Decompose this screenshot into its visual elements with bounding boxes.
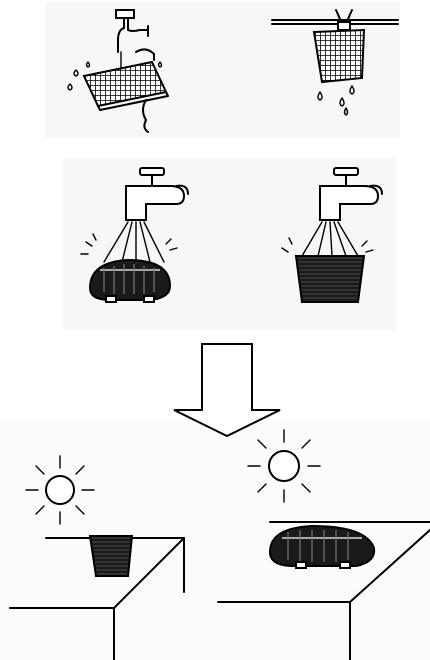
sun-icon xyxy=(248,430,320,502)
sun-icon xyxy=(26,456,94,524)
